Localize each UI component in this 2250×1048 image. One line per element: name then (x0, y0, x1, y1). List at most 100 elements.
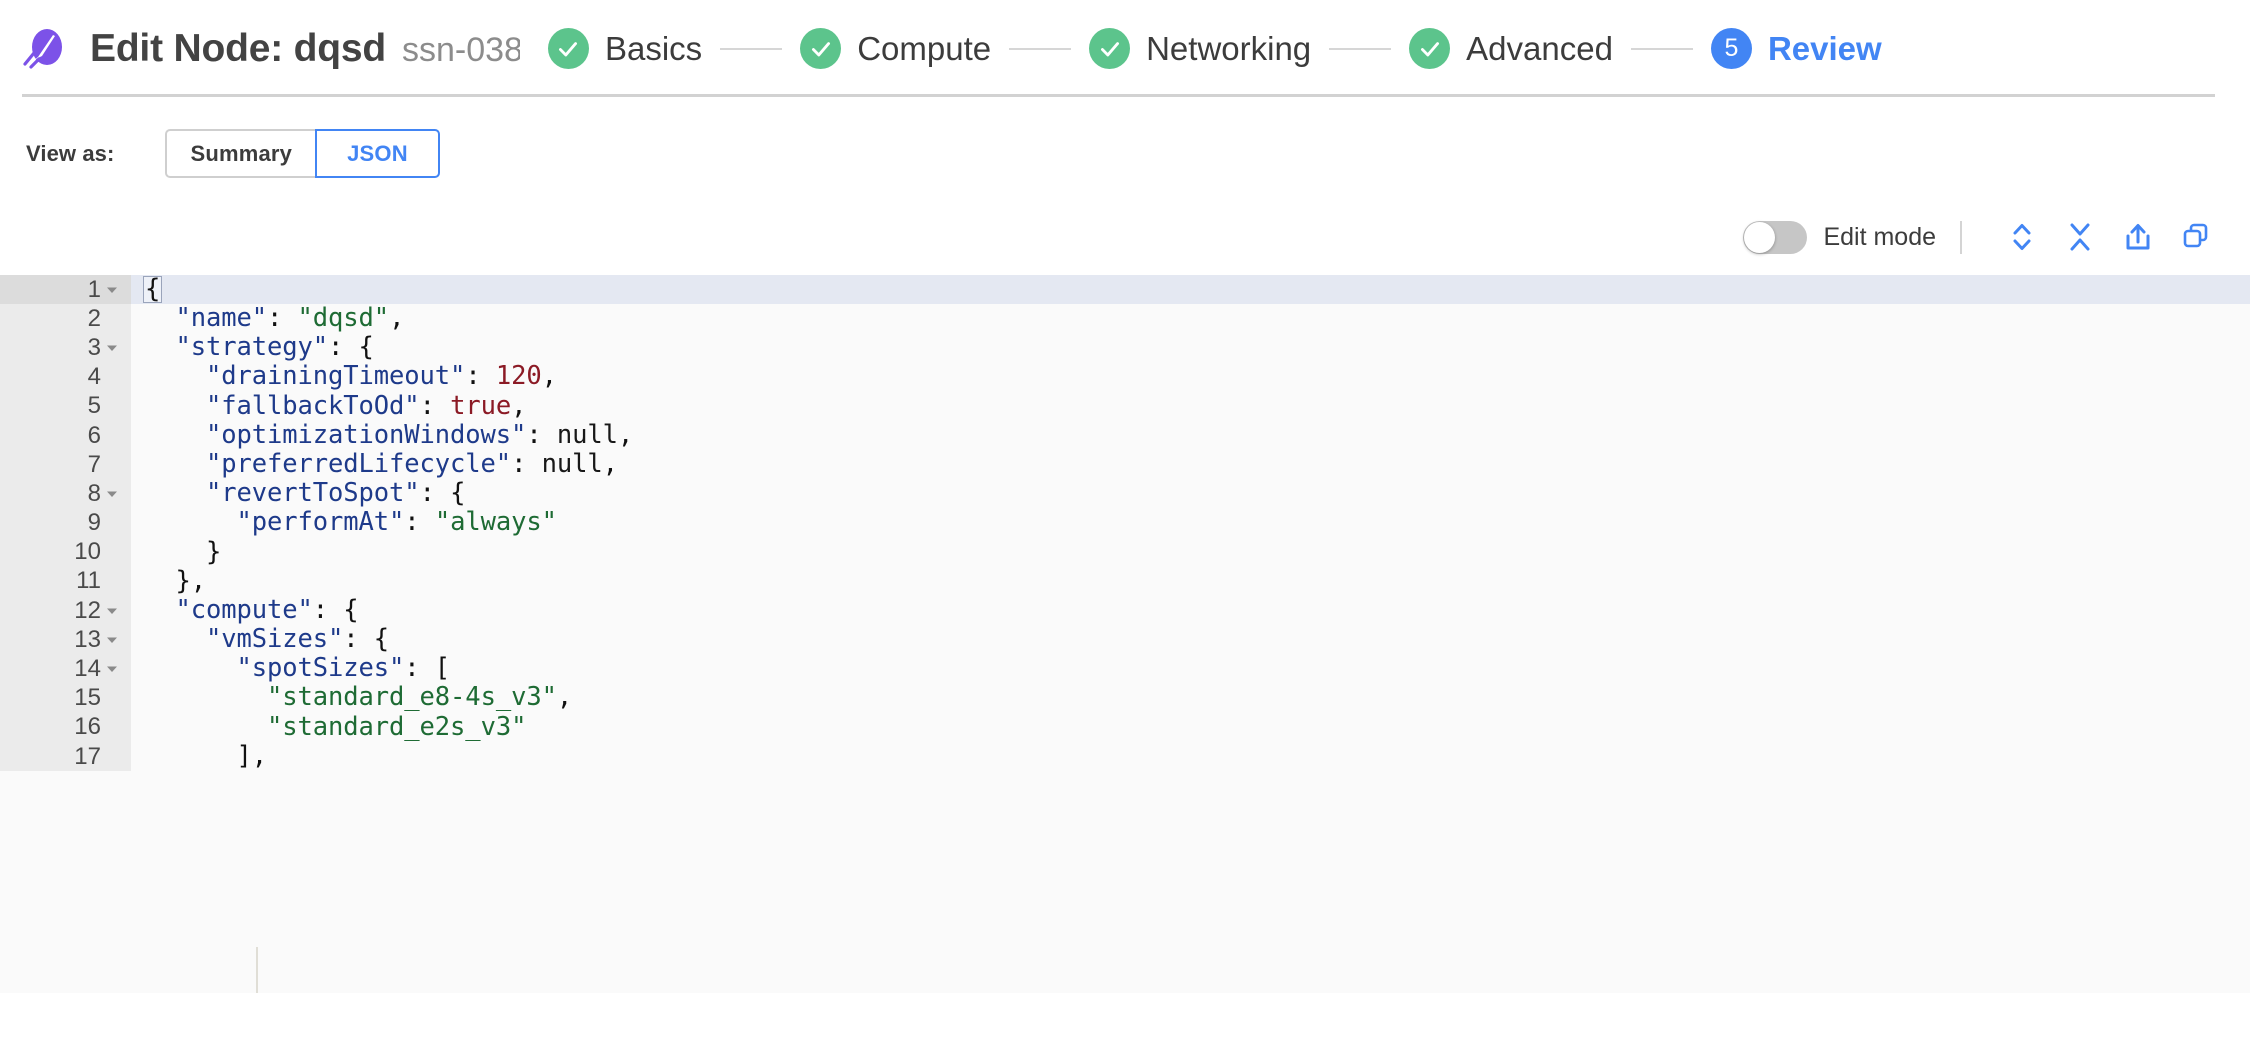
indent-guide (256, 947, 258, 993)
code-line[interactable]: 16 "standard_e2s_v3" (0, 712, 2250, 742)
line-number: 2 (87, 304, 101, 332)
json-token: "fallbackToOd" (206, 390, 420, 421)
code-line[interactable]: 10 } (0, 537, 2250, 567)
edit-mode-label: Edit mode (1823, 222, 1936, 251)
spot-comet-logo-icon (22, 26, 68, 72)
line-gutter: 6 (0, 420, 131, 451)
fold-toggle[interactable] (101, 632, 123, 648)
code-line-text: } (131, 539, 2250, 566)
json-token: "preferredLifecycle" (206, 448, 512, 479)
line-gutter: 5 (0, 391, 131, 421)
json-code-editor[interactable]: 1{2 "name": "dqsd",3 "strategy": {4 "dra… (0, 275, 2250, 993)
edit-mode-toggle[interactable] (1743, 220, 1808, 254)
json-token: : [ (404, 653, 451, 684)
code-line[interactable]: 17 ], (0, 740, 2250, 772)
fold-toggle[interactable] (101, 661, 123, 677)
line-number: 10 (74, 538, 101, 566)
view-as-json-button[interactable]: JSON (315, 129, 440, 178)
code-line[interactable]: 12 "compute": { (0, 594, 2250, 626)
code-line-text: "revertToSpot": { (131, 478, 2250, 509)
line-number: 1 (87, 275, 101, 303)
line-gutter: 3 (0, 333, 131, 363)
fold-toggle[interactable] (101, 486, 123, 502)
code-line[interactable]: 6 "optimizationWindows": null, (0, 419, 2250, 451)
code-line[interactable]: 3 "strategy": { (0, 332, 2250, 363)
code-line[interactable]: 11 }, (0, 565, 2250, 597)
code-line[interactable]: 15 "standard_e8-4s_v3", (0, 682, 2250, 713)
step-compute[interactable]: Compute (800, 28, 991, 69)
step-networking-bullet (1089, 28, 1131, 69)
export-button[interactable] (2116, 218, 2160, 256)
line-number: 5 (87, 392, 101, 420)
step-connector-4 (1630, 47, 1693, 50)
check-icon (811, 41, 830, 56)
code-line[interactable]: 2 "name": "dqsd", (0, 303, 2250, 334)
collapse-all-icon (2070, 223, 2090, 251)
step-basics[interactable]: Basics (547, 28, 702, 69)
step-advanced-bullet (1409, 28, 1451, 69)
code-line[interactable]: 14 "spotSizes": [ (0, 653, 2250, 684)
step-connector-3 (1329, 47, 1392, 50)
view-as-label: View as: (26, 140, 115, 166)
code-line[interactable]: 8 "revertToSpot": { (0, 478, 2250, 509)
expand-all-button[interactable] (2000, 218, 2044, 256)
code-line[interactable]: 7 "preferredLifecycle": null, (0, 448, 2250, 480)
copy-icon (2183, 223, 2208, 248)
json-token: , (511, 390, 527, 421)
json-token: "performAt" (236, 507, 405, 538)
code-line[interactable]: 1{ (0, 275, 2250, 305)
line-number: 14 (74, 655, 101, 683)
line-number: 3 (87, 333, 101, 361)
line-gutter: 13 (0, 625, 131, 655)
json-token: true (450, 390, 512, 421)
json-token: ], (236, 740, 268, 771)
step-connector-2 (1009, 47, 1072, 50)
fold-toggle[interactable] (101, 282, 123, 298)
json-token: : (526, 419, 557, 450)
json-token: "revertToSpot" (206, 478, 420, 509)
fold-toggle[interactable] (101, 603, 123, 619)
step-review-number: 5 (1724, 34, 1739, 62)
json-token: , (389, 303, 405, 334)
check-icon (1100, 41, 1119, 56)
json-token: : (267, 303, 298, 334)
step-networking[interactable]: Networking (1089, 28, 1311, 69)
json-token: "drainingTimeout" (206, 361, 466, 392)
json-token: "dqsd" (297, 303, 390, 334)
fold-triangle-icon (107, 666, 117, 673)
line-gutter: 12 (0, 596, 131, 626)
json-token: : (404, 507, 435, 538)
page-title-subtitle: ssn-038 (401, 32, 520, 69)
code-line[interactable]: 4 "drainingTimeout": 120, (0, 361, 2250, 392)
fold-triangle-icon (107, 287, 117, 293)
code-line[interactable]: 5 "fallbackToOd": true, (0, 390, 2250, 421)
collapse-all-button[interactable] (2058, 218, 2102, 256)
json-token: : { (312, 594, 359, 625)
code-line-text: "strategy": { (131, 332, 2250, 363)
check-icon (559, 41, 578, 56)
fold-triangle-icon (107, 345, 117, 351)
json-token: : { (328, 332, 374, 363)
view-as-summary-button[interactable]: Summary (165, 129, 316, 178)
json-token: , (556, 682, 573, 713)
code-line-text: }, (131, 565, 2250, 596)
code-line[interactable]: 9 "performAt": "always" (0, 508, 2250, 538)
line-gutter: 4 (0, 362, 131, 392)
step-review[interactable]: 5 Review (1710, 28, 1882, 69)
copy-button[interactable] (2174, 218, 2218, 256)
json-token: "spotSizes" (236, 653, 405, 684)
editor-toolbar: Edit mode (0, 217, 2250, 257)
code-line[interactable]: 13 "vmSizes": { (0, 625, 2250, 655)
code-line-text: "performAt": "always" (131, 510, 2250, 536)
json-token: 120 (495, 361, 542, 392)
fold-triangle-icon (107, 608, 117, 614)
fold-toggle[interactable] (101, 340, 123, 356)
json-token: null (556, 419, 618, 450)
step-networking-label: Networking (1146, 29, 1312, 67)
page-title-main: Edit Node: dqsd (90, 26, 386, 70)
line-gutter: 10 (0, 537, 131, 567)
json-token: : (465, 361, 496, 392)
line-number: 11 (76, 567, 101, 595)
json-token: }, (175, 565, 207, 596)
step-advanced[interactable]: Advanced (1409, 28, 1613, 69)
